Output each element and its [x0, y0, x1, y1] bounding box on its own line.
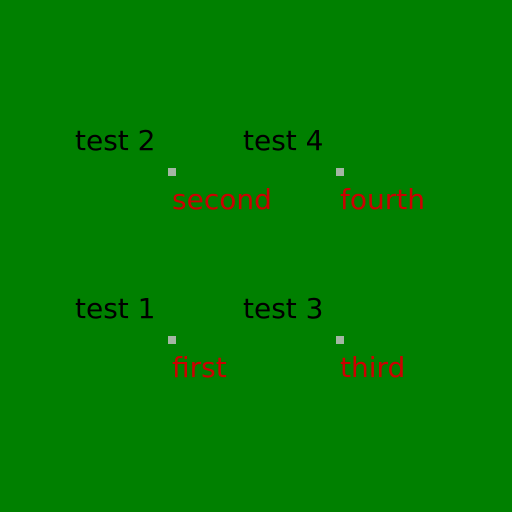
- word-label-third: third: [340, 351, 406, 384]
- word-label-first: first: [172, 351, 227, 384]
- anchor-marker-2: [168, 168, 176, 176]
- anchor-marker-3: [336, 336, 344, 344]
- test-label-4: test 4: [243, 124, 324, 157]
- anchor-marker-1: [168, 336, 176, 344]
- word-label-second: second: [172, 183, 272, 216]
- anchor-marker-4: [336, 168, 344, 176]
- test-label-1: test 1: [75, 292, 156, 325]
- word-label-fourth: fourth: [340, 183, 425, 216]
- test-label-3: test 3: [243, 292, 324, 325]
- test-label-2: test 2: [75, 124, 156, 157]
